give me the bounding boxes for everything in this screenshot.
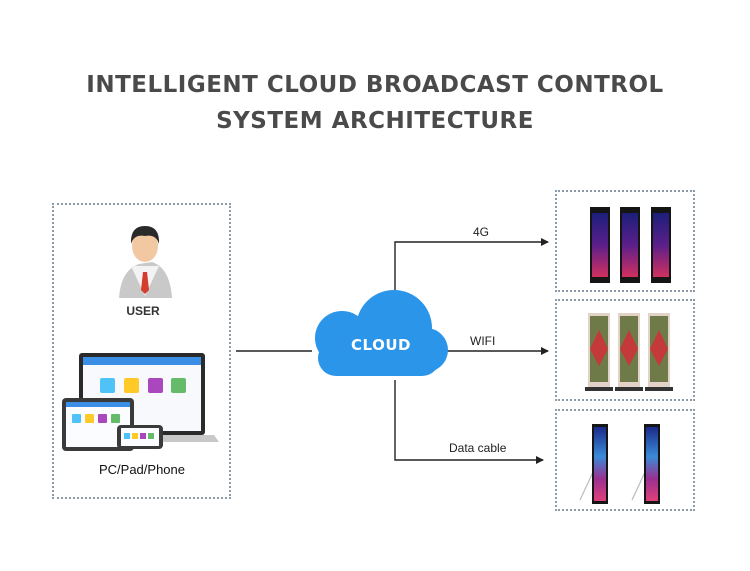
connector-lines — [236, 238, 549, 464]
display-panel-4g — [555, 190, 695, 292]
display-panel-wifi — [555, 299, 695, 401]
phone-icon — [117, 425, 163, 449]
diagram-title-line1: INTELLIGENT CLOUD BROADCAST CONTROL — [86, 72, 664, 98]
display-cable-icon — [579, 424, 660, 504]
display-4g-icon — [590, 207, 671, 283]
diagram-title-line2: SYSTEM ARCHITECTURE — [216, 108, 534, 134]
user-label: USER — [126, 304, 160, 318]
link-label-wifi: WIFI — [470, 334, 496, 348]
display-wifi-icon — [585, 313, 673, 391]
devices-label: PC/Pad/Phone — [98, 462, 185, 477]
tablet-icon — [62, 398, 134, 451]
link-label-data-cable: Data cable — [449, 441, 507, 455]
cloud-label: CLOUD — [351, 336, 411, 354]
cloud-icon — [315, 290, 448, 376]
user-panel — [52, 203, 231, 499]
user-avatar-icon — [119, 226, 172, 298]
display-panel-cable — [555, 409, 695, 511]
link-label-4g: 4G — [473, 225, 490, 239]
